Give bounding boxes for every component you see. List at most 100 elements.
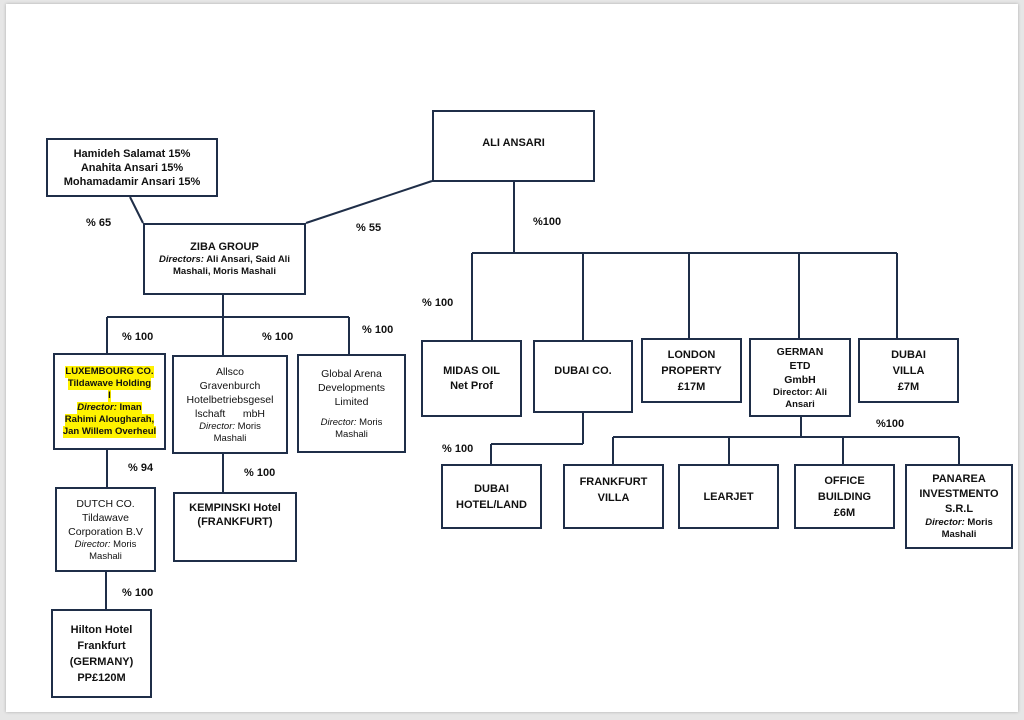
node-label: BUILDING — [817, 490, 872, 503]
node-label: GmbH — [784, 374, 816, 386]
node-label: DUBAI — [891, 348, 926, 361]
node-label: Corporation B.V — [68, 525, 143, 538]
node-label: S.R.L — [944, 503, 974, 515]
node-label: LUXEMBOURG CO. — [65, 365, 154, 378]
node-directors: Directors: Ali Ansari, Said Ali — [159, 254, 290, 266]
node-label: LEARJET — [703, 490, 754, 503]
node-label: DUTCH CO. — [76, 497, 135, 510]
director-label: Director: — [772, 387, 813, 398]
node-directors: Director: Ali — [773, 387, 827, 399]
director-label: Director: — [199, 420, 236, 432]
director-names: Moris — [964, 517, 993, 528]
director-label: Director: — [74, 538, 111, 550]
node-label: Frankfurt — [77, 639, 126, 652]
node-label: (FRANKFURT) — [197, 516, 273, 528]
node-label: LONDON — [667, 348, 716, 361]
node-label: Hilton Hotel — [70, 623, 133, 636]
node-label: PROPERTY — [661, 364, 722, 377]
node-label: GERMAN — [776, 346, 824, 358]
pct-ali-ziba: % 55 — [356, 222, 382, 234]
node-label: FRANKFURT — [579, 476, 648, 488]
node-label: Tildawave — [82, 511, 129, 524]
pct-shareholders-ziba: % 65 — [86, 217, 112, 229]
director-names: Ali — [812, 387, 828, 398]
pct-ziba-luxembourg: % 100 — [122, 331, 154, 343]
node-label: £17M — [677, 380, 706, 393]
director-label: Director: — [925, 517, 965, 528]
node-label: VILLA — [597, 492, 630, 504]
node-label: DUBAI — [474, 482, 509, 495]
node-directors-cont: Jan Willem Overheul — [62, 425, 157, 438]
node-directors-cont: Mashali — [213, 432, 247, 444]
pct-dutch-hilton: % 100 — [122, 587, 154, 599]
node-label: ETD — [789, 360, 811, 372]
node-label: lschaft mbH — [194, 407, 266, 420]
director-names: Moris — [235, 420, 261, 432]
pct-ali-subsidiaries: %100 — [533, 216, 562, 228]
node-label: Allsco — [215, 365, 244, 378]
node-label: PP£120M — [77, 671, 126, 684]
node-ali-ansari: ALI ANSARI — [432, 110, 595, 182]
node-directors-cont: Mashali — [335, 428, 368, 440]
node-london-property: LONDON PROPERTY £17M — [641, 338, 742, 403]
node-label: Mohamadamir Ansari 15% — [63, 175, 201, 188]
node-label: (GERMANY) — [69, 655, 134, 668]
node-directors-cont: Mashali, Moris Mashali — [173, 266, 276, 277]
pct-german-subsidiaries: %100 — [876, 418, 905, 430]
node-office-building: OFFICE BUILDING £6M — [794, 464, 895, 529]
node-label: Tildawave Holding — [67, 377, 152, 390]
node-directors: Director: Iman — [77, 401, 142, 414]
node-learjet: LEARJET — [678, 464, 779, 529]
node-label: Global Arena — [321, 367, 382, 380]
node-label: HOTEL/LAND — [456, 498, 527, 511]
node-shareholders: Hamideh Salamat 15% Anahita Ansari 15% M… — [46, 138, 218, 197]
node-kempinski: KEMPINSKI Hotel (FRANKFURT) — [173, 492, 297, 562]
node-label: KEMPINSKI Hotel — [189, 502, 281, 514]
node-directors: Director: Moris — [925, 517, 993, 529]
pct-luxembourg-dutch: % 94 — [128, 462, 154, 474]
node-panarea: PANAREA INVESTMENTO S.R.L Director: Mori… — [905, 464, 1013, 549]
pct-ziba-allsco: % 100 — [262, 331, 294, 343]
node-directors: Director: Moris — [75, 539, 137, 551]
node-frankfurt-villa: FRANKFURT VILLA — [563, 464, 664, 529]
pct-ziba-global: % 100 — [362, 324, 394, 336]
node-label: Hamideh Salamat 15% — [73, 147, 191, 160]
node-directors-cont: Rahimi Alougharah, — [64, 413, 155, 426]
node-hilton: Hilton Hotel Frankfurt (GERMANY) PP£120M — [51, 609, 152, 698]
connector-shareholders-ziba — [129, 196, 144, 224]
node-global-arena: Global Arena Developments Limited Direct… — [297, 354, 406, 453]
node-directors: Director: Moris — [321, 417, 383, 429]
node-label: Gravenburch — [199, 379, 261, 392]
node-ziba-group: ZIBA GROUP Directors: Ali Ansari, Said A… — [143, 223, 306, 295]
node-label: Anahita Ansari 15% — [80, 161, 184, 174]
node-luxembourg: LUXEMBOURG CO. Tildawave Holding I Direc… — [53, 353, 166, 450]
node-dutch: DUTCH CO. Tildawave Corporation B.V Dire… — [55, 487, 156, 572]
node-directors-cont: Ansari — [785, 399, 815, 410]
node-label: ALI ANSARI — [482, 137, 545, 149]
pct-allsco-kempinski: % 100 — [244, 467, 276, 479]
connector-ali-ziba — [305, 180, 433, 224]
node-allsco: Allsco Gravenburch Hotelbetriebsgesel ls… — [172, 355, 288, 454]
node-label: MIDAS OIL — [443, 364, 500, 377]
pct-dubai-hotel: % 100 — [442, 443, 474, 455]
director-label: Directors: — [159, 254, 204, 265]
node-dubai-hotel-land: DUBAI HOTEL/LAND — [441, 464, 542, 529]
node-dubai-co: DUBAI CO. — [533, 340, 633, 413]
node-midas-oil: MIDAS OIL Net Prof — [421, 340, 522, 417]
node-label: £7M — [897, 380, 920, 393]
node-directors: Director: Moris — [199, 421, 261, 433]
node-label: ZIBA GROUP — [190, 241, 259, 253]
node-german-etd: GERMAN ETD GmbH Director: Ali Ansari — [749, 338, 851, 417]
node-label: Limited — [334, 395, 369, 408]
node-label: I — [108, 389, 111, 402]
node-directors-cont: Mashali — [89, 550, 122, 562]
director-label: Director: — [320, 416, 357, 428]
director-names: Ali Ansari, Said Ali — [203, 254, 290, 265]
node-label: Hotelbetriebsgesel — [186, 393, 274, 406]
director-names: Moris — [110, 538, 137, 550]
node-label: OFFICE — [824, 474, 865, 487]
node-label: VILLA — [892, 364, 925, 377]
node-dubai-villa: DUBAI VILLA £7M — [858, 338, 959, 403]
node-label: INVESTMENTO — [919, 488, 999, 500]
